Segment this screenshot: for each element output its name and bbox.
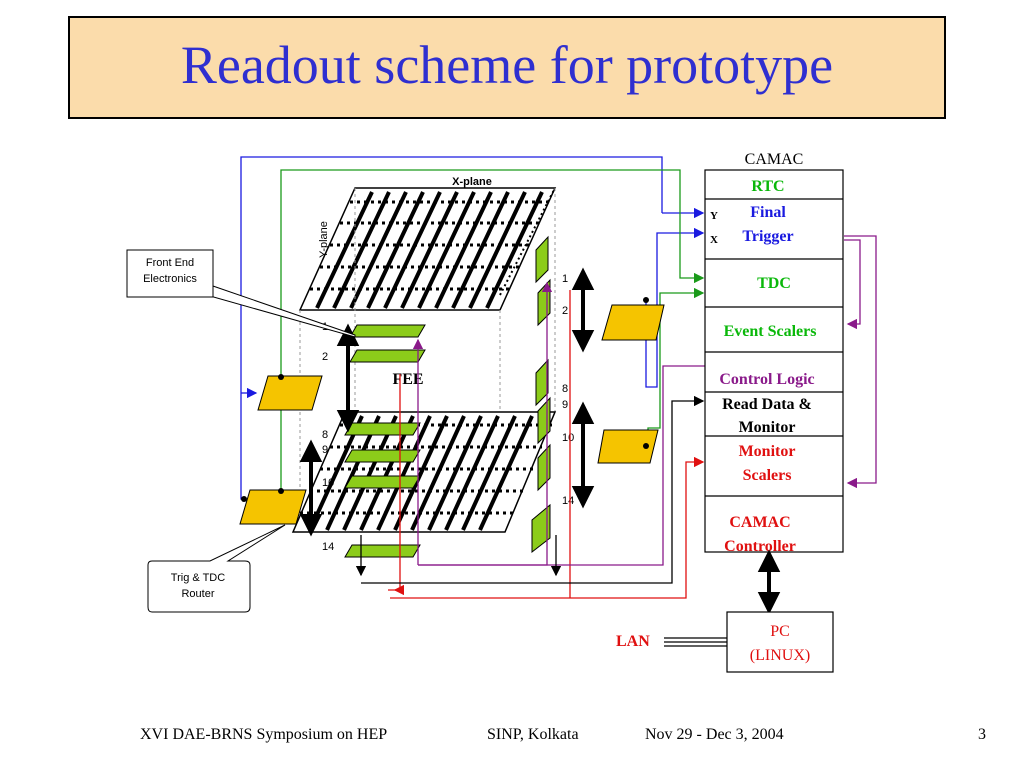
pc-label-line1: PC [770, 623, 790, 640]
trig-router-line2: Router [181, 588, 214, 600]
module-tdc: TDC [757, 275, 791, 292]
x-port-label: X [710, 234, 718, 246]
module-final-trigger-line2: Trigger [742, 228, 793, 245]
trig-router-callout: Trig & TDC Router [147, 524, 286, 613]
bottom-detector-plane [291, 411, 557, 533]
pc-box [726, 611, 834, 673]
lan-label: LAN [616, 633, 650, 650]
module-event-scalers: Event Scalers [724, 323, 817, 340]
left-num-8: 8 [322, 429, 328, 441]
camac-title: CAMAC [745, 151, 804, 168]
front-end-callout: Front End Electronics [126, 249, 356, 338]
fee-label: FEE [392, 371, 423, 388]
left-num-10: 10 [322, 477, 334, 489]
module-final-trigger-line1: Final [750, 204, 786, 221]
footer: XVI DAE-BRNS Symposium on HEP SINP, Kolk… [0, 726, 1024, 750]
footer-venue: SINP, Kolkata [487, 726, 579, 743]
left-num-2: 2 [322, 351, 328, 363]
module-read-data-line1: Read Data & [722, 396, 812, 413]
left-fee-cards [344, 324, 426, 558]
module-monitor-scalers-line1: Monitor [739, 443, 796, 460]
module-rtc: RTC [751, 178, 784, 195]
front-end-line1: Front End [146, 257, 194, 269]
front-end-line2: Electronics [143, 273, 197, 285]
right-num-10: 10 [562, 432, 574, 444]
footer-page-number: 3 [978, 726, 986, 743]
junction-dots [241, 297, 649, 502]
module-monitor-scalers-line2: Scalers [743, 467, 792, 484]
y-plane-label: Y-plane [318, 221, 330, 258]
purple-control-lines [412, 235, 877, 566]
crate-pc-arrow [757, 549, 781, 615]
black-data-lines [355, 395, 705, 584]
top-detector-plane [298, 187, 557, 311]
module-read-data-line2: Monitor [739, 419, 796, 436]
slide-title: Readout scheme for prototype [180, 35, 834, 95]
right-num-14: 14 [562, 495, 574, 507]
trig-router-line1: Trig & TDC [171, 572, 225, 584]
title-box: Readout scheme for prototype [68, 16, 946, 119]
left-num-9: 9 [322, 444, 328, 456]
x-plane-label: X-plane [452, 176, 492, 188]
right-num-2: 2 [562, 305, 568, 317]
red-monitor-lines [388, 290, 705, 599]
y-port-label: Y [710, 210, 718, 222]
camac-crate [704, 169, 844, 553]
left-num-14: 14 [322, 541, 334, 553]
right-num-8: 8 [562, 383, 568, 395]
module-camac-controller-line1: CAMAC [729, 514, 790, 531]
stack-arrows [299, 267, 595, 537]
right-num-1: 1 [562, 273, 568, 285]
lan-connector [664, 637, 727, 647]
pc-label-line2: (LINUX) [750, 647, 810, 664]
footer-dates: Nov 29 - Dec 3, 2004 [645, 726, 784, 743]
module-camac-controller-line2: Controller [724, 538, 796, 555]
router-boxes [239, 304, 665, 525]
module-control-logic: Control Logic [719, 371, 814, 388]
footer-conference: XVI DAE-BRNS Symposium on HEP [140, 726, 388, 743]
right-num-9: 9 [562, 399, 568, 411]
